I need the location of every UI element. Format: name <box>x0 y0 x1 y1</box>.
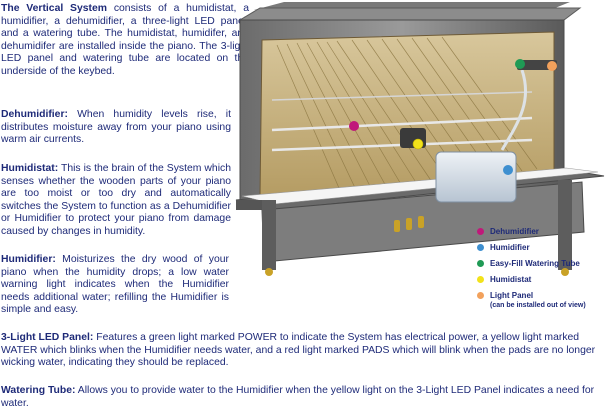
legend-item: Dehumidifier <box>477 227 539 236</box>
paragraph-body: Moisturizes the dry wood of your piano w… <box>1 254 229 316</box>
paragraph-led-panel: 3-Light LED Panel: Features a green ligh… <box>1 332 607 370</box>
led-panel-unit <box>517 60 557 70</box>
paragraph-dehumidifier: Dehumidifier: When humidity levels rise,… <box>1 109 231 147</box>
legend-label: Easy-Fill Watering Tube <box>490 259 580 268</box>
paragraph-body: consists of a humidistat, a humidifier, … <box>1 3 250 77</box>
legend-label: Humidistat <box>490 275 532 284</box>
legend-label: Humidifier <box>490 243 530 252</box>
legend-item: Humidistat <box>477 275 531 284</box>
piano-strings <box>276 36 538 196</box>
paragraph-title: Humidistat: <box>1 163 59 174</box>
legend-dot <box>477 244 484 251</box>
paragraph-humidifier: Humidifier: Moisturizes the dry wood of … <box>1 254 229 317</box>
legend-item: Light Panel (can be installed out of vie… <box>477 291 586 309</box>
legend-item: Humidifier <box>477 243 530 252</box>
legend-dot <box>477 292 484 299</box>
legend-dot <box>477 276 484 283</box>
legend-dot <box>477 228 484 235</box>
dehumidifier-marker <box>349 121 359 131</box>
piano-leg <box>262 200 276 270</box>
humidifier-tank <box>435 151 517 203</box>
watering-tube-marker <box>515 59 525 69</box>
legend-label: Light Panel <box>490 291 534 300</box>
paragraph-vertical-system: The Vertical System consists of a humidi… <box>1 3 249 79</box>
support-rod <box>271 116 533 132</box>
paragraph-body: When humidity levels rise, it distribute… <box>1 109 231 146</box>
humidifier-marker <box>503 165 513 175</box>
paragraph-title: Watering Tube: <box>1 385 76 396</box>
pedals <box>394 216 424 232</box>
legend-label: Dehumidifier <box>490 227 539 236</box>
light-panel-marker <box>547 61 557 71</box>
paragraph-body: Features a green light marked POWER to i… <box>1 332 596 369</box>
keybed-front <box>236 200 272 210</box>
piano-top <box>238 7 582 21</box>
paragraph-title: 3-Light LED Panel: <box>1 332 94 343</box>
legend-item: Easy-Fill Watering Tube <box>477 259 580 268</box>
watering-tube <box>500 69 527 151</box>
paragraph-title: Humidifier: <box>1 254 56 265</box>
paragraph-title: Dehumidifier: <box>1 109 68 120</box>
humidistat-marker <box>412 138 424 150</box>
caster-wheel <box>265 268 273 276</box>
caster-wheel <box>561 268 569 276</box>
paragraph-body: Allows you to provide water to the Humid… <box>1 385 595 409</box>
piano-illustration <box>235 2 605 276</box>
legend-note: (can be installed out of view) <box>490 302 586 309</box>
piano-leg <box>558 180 572 270</box>
paragraph-watering-tube: Watering Tube: Allows you to provide wat… <box>1 385 607 410</box>
paragraph-humidistat: Humidistat: This is the brain of the Sys… <box>1 163 231 239</box>
support-rod <box>271 91 533 101</box>
paragraph-body: This is the brain of the System which se… <box>1 163 231 237</box>
legend-dot <box>477 260 484 267</box>
paragraph-title: The Vertical System <box>1 3 108 14</box>
